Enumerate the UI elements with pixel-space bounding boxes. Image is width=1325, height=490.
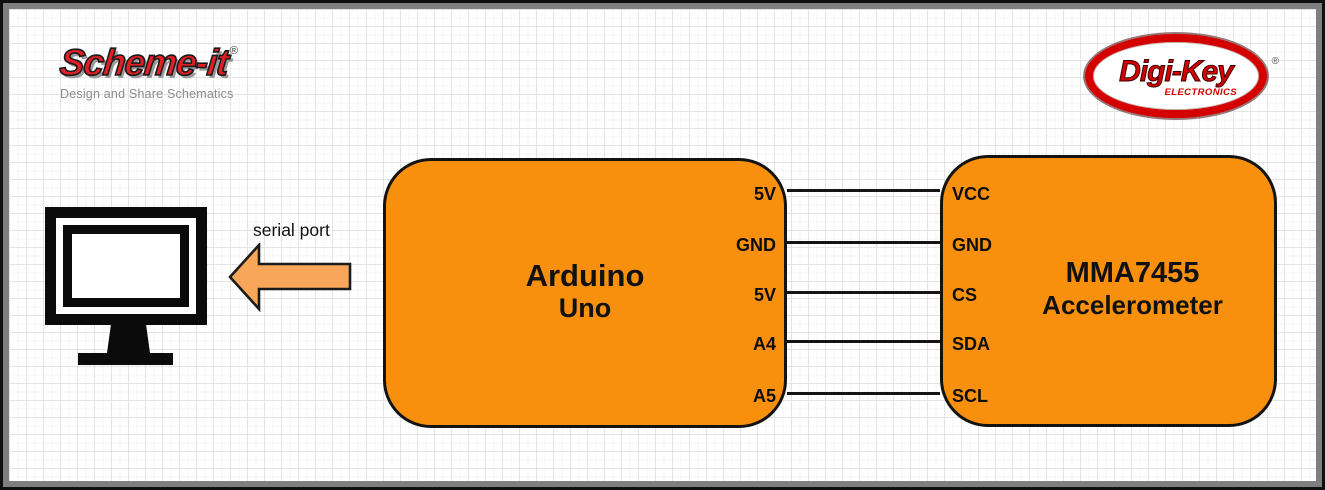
mma7455-pin-sda: SDA bbox=[952, 334, 991, 354]
serial-port-label: serial port bbox=[253, 220, 330, 240]
schematic-grid-canvas: Scheme-it® Design and Share Schematics D… bbox=[9, 9, 1316, 481]
arduino-block-title: Arduino bbox=[525, 258, 645, 293]
wire-gnd-gnd[interactable] bbox=[787, 241, 940, 244]
mma7455-accelerometer-block[interactable]: MMA7455 Accelerometer VCC GND CS SDA SCL bbox=[940, 155, 1277, 427]
digi-key-logo: Digi-Key ELECTRONICS ® bbox=[1085, 34, 1281, 120]
monitor-frame bbox=[45, 207, 207, 325]
scheme-it-logo-row: Scheme-it® bbox=[57, 41, 238, 84]
digi-key-oval: Digi-Key ELECTRONICS bbox=[1085, 34, 1267, 118]
monitor-stand-neck bbox=[107, 325, 150, 353]
mma7455-pin-cs: CS bbox=[952, 285, 978, 305]
digi-key-logo-text: Digi-Key bbox=[1119, 54, 1235, 88]
serial-port-arrow-icon[interactable] bbox=[228, 243, 352, 312]
arduino-block-subtitle: Uno bbox=[558, 293, 612, 323]
mma7455-pin-scl: SCL bbox=[952, 386, 988, 406]
wire-5v-cs[interactable] bbox=[787, 291, 940, 294]
arduino-pin-a5: A5 bbox=[752, 386, 776, 406]
mma7455-pin-gnd: GND bbox=[952, 235, 992, 255]
mma7455-pin-vcc: VCC bbox=[952, 184, 991, 204]
mma7455-block-title: MMA7455 bbox=[1065, 257, 1200, 289]
arduino-uno-block[interactable]: Arduino Uno 5V GND 5V A4 A5 bbox=[383, 158, 787, 428]
wire-5v-vcc[interactable] bbox=[787, 189, 940, 192]
monitor-stand-base bbox=[78, 353, 173, 365]
mma7455-block-subtitle: Accelerometer bbox=[1042, 290, 1223, 320]
arduino-pin-5v-1: 5V bbox=[753, 184, 776, 204]
arduino-pin-a4: A4 bbox=[752, 334, 776, 354]
computer-monitor-icon[interactable] bbox=[45, 207, 207, 365]
scheme-it-tagline: Design and Share Schematics bbox=[60, 87, 234, 101]
arduino-pin-5v-2: 5V bbox=[753, 285, 776, 305]
scheme-it-logo: Scheme-it® Design and Share Schematics bbox=[57, 41, 238, 101]
monitor-screen bbox=[63, 225, 189, 307]
arduino-pin-gnd: GND bbox=[736, 235, 776, 255]
scheme-it-logo-text: Scheme-it bbox=[57, 41, 231, 84]
scheme-it-registered-mark: ® bbox=[229, 45, 238, 57]
digi-key-registered-mark: ® bbox=[1271, 56, 1279, 67]
digi-key-electronics-text: ELECTRONICS bbox=[1164, 86, 1237, 98]
wire-a4-sda[interactable] bbox=[787, 340, 940, 343]
wire-a5-scl[interactable] bbox=[787, 392, 940, 395]
